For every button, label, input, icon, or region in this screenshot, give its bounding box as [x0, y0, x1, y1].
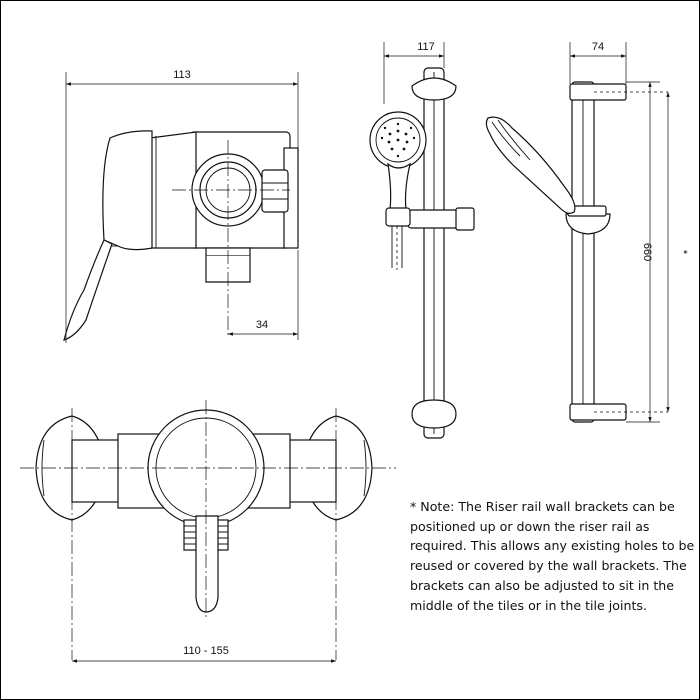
rail-height-label: 660	[641, 243, 653, 261]
valve-front-view: 110 - 155	[20, 400, 396, 663]
outlet-offset-label: 34	[256, 319, 268, 331]
riser-rail-side-view: 74 660 *	[485, 41, 689, 423]
valve-side-view: 113 34	[63, 69, 299, 343]
valve-depth-label: 113	[173, 69, 191, 81]
spray-holes	[380, 122, 416, 158]
rail-side-depth-label: 74	[592, 41, 604, 53]
rail-front-depth-label: 117	[417, 41, 435, 53]
bracket-spacing-asterisk: *	[677, 250, 689, 255]
riser-rail-front-view: 117	[369, 41, 475, 439]
riser-rail-note: * Note: The Riser rail wall brackets can…	[410, 499, 695, 613]
valve-width-label: 110 - 155	[183, 645, 229, 657]
